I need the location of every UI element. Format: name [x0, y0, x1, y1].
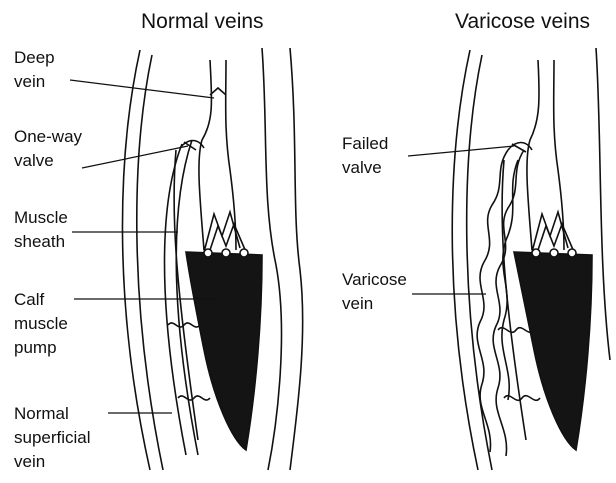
- varicose-deep-vein-left: [527, 60, 539, 250]
- varicose-perforator-1: [498, 328, 534, 333]
- varicose-tendon-knob-1: [532, 249, 540, 257]
- label-normal-superficial-vein: Normal superficial vein: [14, 402, 91, 474]
- left-leader-lines: [70, 80, 214, 413]
- calf-muscle-pump-shape: [186, 252, 262, 450]
- varicose-vein-wavy-b: [493, 150, 524, 456]
- label-failed-valve: Failed valve: [342, 132, 388, 180]
- deep-vein-valve: [210, 88, 226, 95]
- leader-one-way-valve: [82, 146, 188, 168]
- varicose-leg-outline-inner: [467, 55, 492, 470]
- normal-tendon-knob-1: [204, 249, 212, 257]
- normal-tendon-knob-3: [240, 249, 248, 257]
- varicose-calf-muscle-shape: [514, 252, 592, 450]
- label-deep-vein: Deep vein: [14, 46, 55, 94]
- varicose-perforator-2: [504, 396, 540, 401]
- perforator-squiggle-2: [178, 396, 210, 400]
- normal-leg-outline-right: [262, 48, 281, 470]
- label-muscle-sheath: Muscle sheath: [14, 206, 68, 254]
- label-varicose-vein: Varicose vein: [342, 268, 407, 316]
- varicose-leg-outline-outer: [452, 50, 478, 470]
- label-one-way-valve: One-way valve: [14, 125, 82, 173]
- normal-leg-illustration: [122, 48, 302, 470]
- perforator-squiggle-1: [168, 323, 200, 327]
- varicose-vein-wavy-a: [477, 150, 508, 452]
- label-calf-muscle-pump: Calf muscle pump: [14, 288, 68, 360]
- leader-failed-valve: [408, 146, 514, 156]
- leader-deep-vein: [70, 80, 214, 98]
- varicose-tendon-knob-3: [568, 249, 576, 257]
- varicose-veins-title: Varicose veins: [455, 10, 590, 34]
- normal-veins-title: Normal veins: [141, 10, 264, 34]
- varicose-leg-outline-right: [596, 48, 610, 360]
- normal-leg-outline-right2: [290, 48, 303, 470]
- varicose-tendon-knob-2: [550, 249, 558, 257]
- normal-leg-outline-inner: [137, 55, 163, 470]
- normal-tendon-knob-2: [222, 249, 230, 257]
- varicose-leg-illustration: [452, 48, 610, 470]
- normal-leg-outline-outer: [122, 50, 150, 470]
- deep-vein-left-wall: [199, 60, 212, 250]
